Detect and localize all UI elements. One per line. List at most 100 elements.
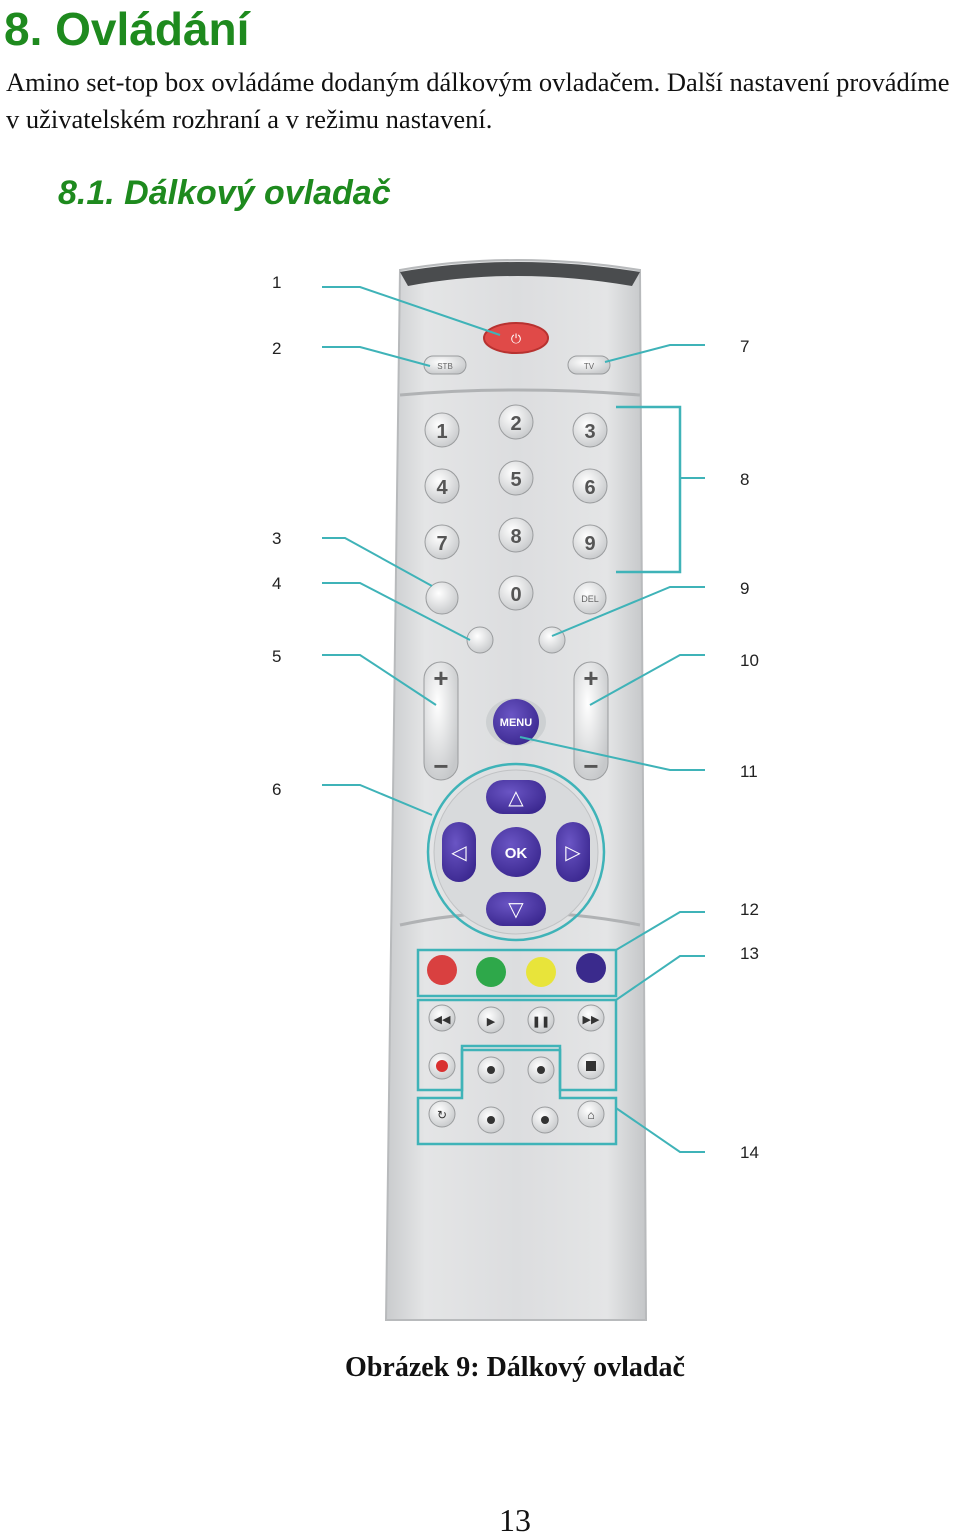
blue-button[interactable] — [576, 953, 606, 983]
svg-text:△: △ — [508, 787, 524, 809]
callout-4: 4 — [272, 574, 281, 593]
svg-text:4: 4 — [436, 477, 448, 499]
callout-9: 9 — [740, 579, 749, 598]
callout-7: 7 — [740, 337, 749, 356]
digit-button-5[interactable]: 5 — [498, 460, 534, 496]
highlight-boxes — [416, 405, 682, 1146]
digit-buttons: 1 2 3 4 5 6 7 8 9 0 DEL — [424, 404, 608, 615]
digit-button-2[interactable]: 2 — [498, 404, 534, 440]
svg-text:▽: ▽ — [508, 899, 524, 921]
svg-text:0: 0 — [510, 584, 521, 606]
callout-6: 6 — [272, 780, 281, 799]
svg-text:↻: ↻ — [437, 1108, 447, 1122]
svg-text:DEL: DEL — [581, 594, 599, 604]
callout-5: 5 — [272, 647, 281, 666]
rewind-button[interactable]: ◀◀ — [428, 1004, 456, 1032]
callout-10: 10 — [740, 651, 759, 670]
callout-3: 3 — [272, 529, 281, 548]
function-buttons: ↻ ⌂ — [428, 1100, 605, 1134]
nav-down-button[interactable]: ▽ — [486, 892, 546, 926]
ok-button[interactable]: OK — [491, 827, 541, 877]
svg-text:8: 8 — [510, 526, 521, 548]
digit-button-8[interactable]: 8 — [498, 517, 534, 553]
digit-button-3[interactable]: 3 — [572, 412, 608, 448]
svg-text:⌂: ⌂ — [587, 1108, 594, 1122]
svg-text:MENU: MENU — [500, 717, 532, 729]
intro-paragraph: Amino set-top box ovládáme dodaným dálko… — [6, 67, 950, 134]
nav-left-button[interactable]: ◁ — [442, 822, 476, 882]
svg-text:TV: TV — [584, 362, 595, 371]
svg-text:❚❚: ❚❚ — [532, 1016, 550, 1028]
svg-text:◁: ◁ — [451, 842, 467, 864]
callout-13: 13 — [740, 944, 759, 963]
digit-button-7[interactable]: 7 — [424, 524, 460, 560]
svg-text:▷: ▷ — [565, 842, 581, 864]
skip-forward-button[interactable] — [527, 1056, 555, 1084]
page-number: 13 — [499, 1502, 531, 1538]
digit-button-4[interactable]: 4 — [424, 468, 460, 504]
record-button[interactable] — [428, 1052, 456, 1080]
red-button[interactable] — [427, 955, 457, 985]
svg-text:◀◀: ◀◀ — [434, 1014, 451, 1026]
info-button[interactable] — [466, 626, 494, 654]
svg-text:5: 5 — [510, 469, 521, 491]
remote-control-illustration: ⏻ STB TV 1 2 3 4 5 6 7 8 9 0 DEL + − + − — [272, 259, 759, 1321]
play-button[interactable]: ▶ — [477, 1006, 505, 1034]
callout-11: 11 — [740, 762, 758, 781]
channel-rocker[interactable]: + − — [573, 661, 609, 781]
home-button[interactable]: ⌂ — [577, 1100, 605, 1128]
svg-text:+: + — [583, 663, 598, 693]
epg-button[interactable] — [538, 626, 566, 654]
callout-2: 2 — [272, 339, 281, 358]
pause-button[interactable]: ❚❚ — [527, 1006, 555, 1034]
fast-forward-button[interactable]: ▶▶ — [577, 1004, 605, 1032]
nav-right-button[interactable]: ▷ — [556, 822, 590, 882]
function-button-a[interactable] — [477, 1106, 505, 1134]
svg-text:⏻: ⏻ — [511, 331, 521, 346]
svg-text:2: 2 — [510, 413, 521, 435]
digit-button-6[interactable]: 6 — [572, 468, 608, 504]
color-buttons — [427, 953, 606, 987]
yellow-button[interactable] — [526, 957, 556, 987]
section-heading: 8. Ovládání — [4, 3, 250, 55]
subsection-heading: 8.1. Dálkový ovladač — [58, 174, 391, 212]
callout-numbers: 1 2 3 4 5 6 7 8 9 10 11 12 13 14 — [272, 273, 759, 1162]
svg-text:6: 6 — [584, 477, 595, 499]
digit-button-9[interactable]: 9 — [572, 524, 608, 560]
svg-text:1: 1 — [436, 421, 447, 443]
digit-button-1[interactable]: 1 — [424, 412, 460, 448]
skip-back-button[interactable] — [477, 1056, 505, 1084]
digit-button-0[interactable]: 0 — [498, 575, 534, 611]
stop-button[interactable] — [577, 1052, 605, 1080]
function-button-b[interactable] — [531, 1106, 559, 1134]
svg-text:STB: STB — [437, 362, 453, 371]
svg-text:▶▶: ▶▶ — [583, 1014, 600, 1026]
nav-up-button[interactable]: △ — [486, 780, 546, 814]
svg-text:OK: OK — [505, 845, 528, 862]
svg-text:+: + — [433, 663, 448, 693]
remote-control-figure: ⏻ STB TV 1 2 3 4 5 6 7 8 9 0 DEL + − + − — [0, 220, 960, 1330]
stb-button[interactable]: STB — [423, 355, 467, 375]
volume-rocker[interactable]: + − — [423, 661, 459, 781]
playback-buttons: ◀◀ ▶ ❚❚ ▶▶ — [428, 1004, 605, 1084]
callout-12: 12 — [740, 900, 759, 919]
callout-8: 8 — [740, 470, 749, 489]
svg-text:▶: ▶ — [487, 1016, 496, 1028]
callout-lines — [322, 286, 705, 1153]
menu-button[interactable]: MENU — [486, 698, 546, 746]
text-button[interactable] — [425, 581, 459, 615]
callout-1: 1 — [272, 273, 281, 292]
callout-14: 14 — [740, 1143, 759, 1162]
green-button[interactable] — [476, 957, 506, 987]
svg-text:−: − — [433, 751, 448, 781]
refresh-button[interactable]: ↻ — [428, 1100, 456, 1128]
power-button[interactable]: ⏻ — [483, 322, 549, 354]
figure-caption: Obrázek 9: Dálkový ovladač — [345, 1352, 685, 1383]
tv-button[interactable]: TV — [567, 355, 611, 375]
svg-text:3: 3 — [584, 421, 595, 443]
del-button[interactable]: DEL — [573, 581, 607, 615]
navigation-pad: △ ▽ ◁ ▷ OK — [433, 769, 599, 935]
svg-text:−: − — [583, 751, 598, 781]
svg-text:9: 9 — [584, 533, 595, 555]
svg-text:7: 7 — [436, 533, 447, 555]
